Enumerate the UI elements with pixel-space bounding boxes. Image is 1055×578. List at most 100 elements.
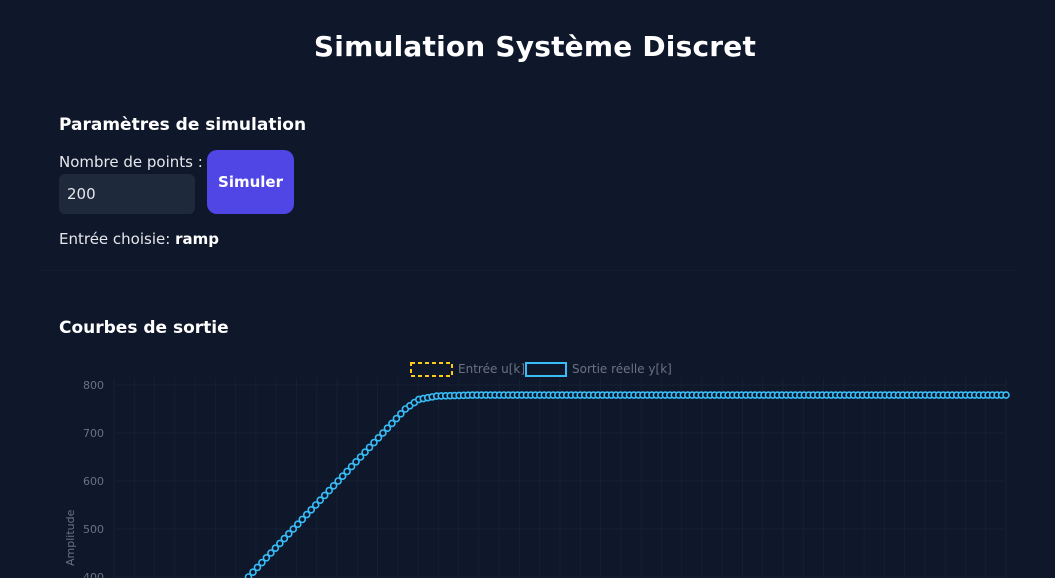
output-series-point: [993, 391, 1001, 399]
output-series-point: [267, 549, 275, 557]
output-series-point: [746, 391, 755, 399]
output-series-point: [796, 391, 804, 399]
output-series-point: [787, 391, 795, 399]
output-series-point: [755, 391, 764, 399]
output-series-point: [809, 391, 818, 399]
entry-label: Entrée choisie:: [59, 230, 171, 248]
output-series-point: [486, 391, 495, 399]
output-series-point: [338, 472, 347, 481]
output-series-point: [643, 391, 652, 399]
output-series-point: [598, 391, 607, 399]
output-series-point: [728, 391, 737, 399]
points-input[interactable]: 200: [59, 174, 195, 214]
output-series-point: [500, 391, 508, 399]
output-series-point: [562, 391, 571, 399]
output-series-point: [410, 398, 419, 407]
output-series-point: [464, 391, 472, 400]
output-series-point: [737, 391, 746, 399]
output-series-point: [943, 391, 952, 399]
output-series-point: [970, 391, 979, 399]
output-series-point: [719, 391, 728, 399]
output-series-point: [724, 391, 732, 399]
output-series-point: [939, 391, 948, 399]
output-series-point: [558, 391, 567, 399]
legend-input-swatch[interactable]: [410, 362, 453, 377]
output-series-point: [298, 515, 307, 524]
output-series-point: [356, 453, 365, 461]
output-series-point: [374, 433, 383, 442]
output-series-point: [509, 391, 517, 399]
output-series-point: [365, 443, 374, 452]
output-series-point: [544, 391, 553, 399]
output-series-point: [580, 391, 589, 399]
output-series-point: [258, 558, 266, 567]
output-series-point: [334, 477, 342, 485]
output-series-point: [876, 391, 885, 399]
output-series-point: [311, 501, 320, 509]
output-series-point: [352, 457, 360, 466]
output-series-point: [975, 391, 983, 399]
simulate-button[interactable]: Simuler: [207, 150, 294, 214]
output-series-point: [773, 391, 782, 399]
output-series-point: [683, 391, 692, 399]
output-series-point: [567, 391, 576, 399]
output-series-point: [482, 391, 490, 399]
output-series-point: [930, 391, 939, 399]
output-series-point: [890, 391, 898, 399]
output-series-point: [957, 391, 965, 399]
output-series-point: [401, 405, 410, 413]
output-series-point: [715, 391, 723, 399]
output-series-point: [571, 391, 580, 399]
output-series-point: [589, 391, 598, 399]
output-series-point: [778, 391, 786, 399]
output-series-point: [329, 481, 338, 490]
output-series-point: [966, 391, 974, 399]
output-series-point: [840, 391, 849, 399]
output-series-point: [388, 419, 396, 428]
output-series-point: [831, 391, 840, 399]
output-series-point: [733, 391, 741, 399]
output-series-point: [616, 391, 625, 399]
output-series-point: [549, 391, 558, 399]
params-section-title: Paramètres de simulation: [59, 115, 307, 135]
output-series-point: [661, 391, 670, 399]
output-series-point: [302, 510, 311, 519]
output-series-point: [903, 391, 912, 399]
output-series-point: [706, 391, 714, 399]
output-series-point: [419, 394, 428, 403]
output-series-point: [612, 391, 620, 399]
legend-input-label[interactable]: Entrée u[k]: [458, 362, 525, 376]
output-series-point: [1002, 391, 1010, 399]
output-series-point: [607, 391, 616, 399]
output-series-point: [858, 391, 867, 399]
y-tick-label: 700: [83, 427, 104, 440]
output-series-point: [540, 391, 549, 399]
output-series-point: [621, 391, 629, 399]
output-series-point: [885, 391, 894, 399]
legend-output-label[interactable]: Sortie réelle y[k]: [572, 362, 672, 376]
entry-info: Entrée choisie: ramp: [59, 230, 219, 248]
output-series-point: [688, 391, 697, 399]
output-series-point: [679, 391, 688, 399]
output-series-point: [925, 391, 934, 399]
legend-output-swatch[interactable]: [525, 362, 567, 377]
output-series-point: [742, 391, 750, 399]
output-series-point: [495, 391, 504, 399]
output-series-point: [603, 391, 611, 399]
output-series-point: [625, 391, 634, 399]
output-series-point: [670, 391, 679, 399]
output-series-point: [415, 395, 423, 404]
output-series-point: [988, 391, 997, 399]
output-series-point: [979, 391, 988, 399]
output-series-point: [289, 525, 298, 533]
output-series-point: [782, 391, 791, 399]
page-title: Simulation Système Discret: [313, 30, 757, 63]
output-series-point: [397, 409, 405, 418]
output-series-point: [536, 391, 544, 399]
output-series-point: [666, 391, 674, 399]
output-series-point: [908, 391, 916, 399]
output-series-point: [751, 391, 759, 399]
output-series-point: [657, 391, 665, 399]
y-axis-label: Amplitude: [64, 509, 77, 566]
output-series-point: [280, 534, 289, 543]
